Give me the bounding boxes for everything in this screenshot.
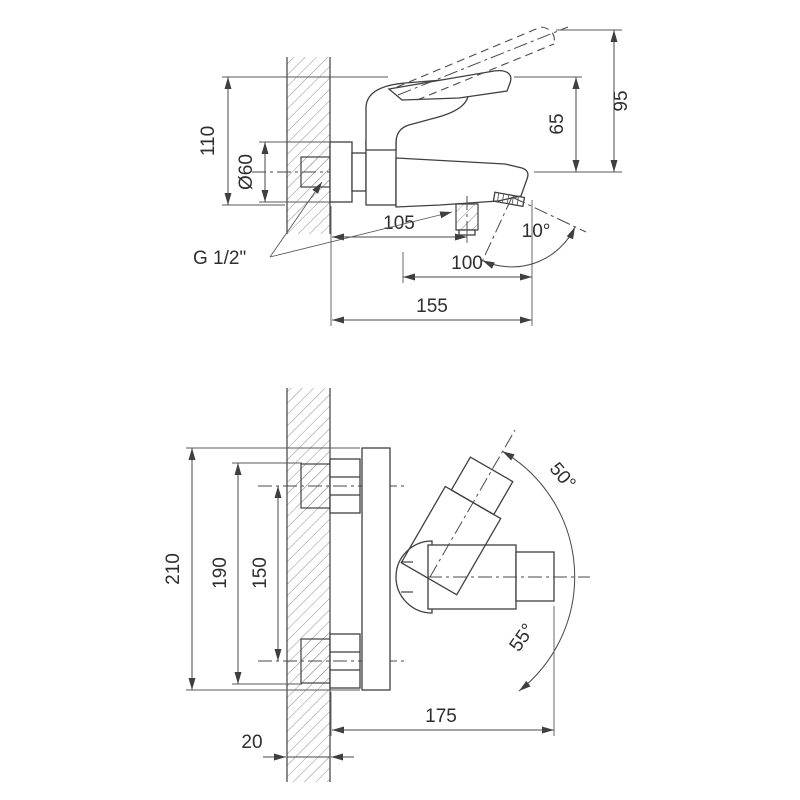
mixer-body bbox=[395, 540, 433, 614]
side-view: 110 Ø60 65 95 105 100 bbox=[193, 26, 632, 326]
dim-20-label: 20 bbox=[241, 732, 262, 753]
neck bbox=[351, 152, 367, 192]
side-view-dimensions: 110 Ø60 65 95 105 100 bbox=[193, 29, 632, 326]
wall-section bbox=[286, 57, 331, 234]
dim-105-label: 105 bbox=[383, 213, 415, 234]
handle-lever bbox=[387, 69, 512, 101]
dim-110-label: 110 bbox=[198, 126, 219, 156]
dim-190-label: 190 bbox=[210, 557, 231, 589]
front-view: 50° 55° 210 190 150 175 20 bbox=[163, 388, 590, 782]
handle-raised-outline bbox=[396, 26, 569, 101]
dim-150-label: 150 bbox=[250, 557, 271, 589]
front-view-dimensions: 210 190 150 175 20 bbox=[163, 447, 555, 761]
thread-label: G 1/2" bbox=[193, 248, 246, 269]
aerator bbox=[492, 191, 526, 208]
handle-swing-arc bbox=[502, 450, 576, 692]
angle-50-label: 50° bbox=[545, 459, 580, 495]
faucet-body bbox=[329, 26, 569, 245]
dim-155-label: 155 bbox=[416, 296, 448, 317]
handle-axis-tilted bbox=[429, 429, 516, 578]
dim-175-label: 175 bbox=[425, 706, 457, 727]
flange bbox=[329, 141, 353, 203]
dim-100-label: 100 bbox=[451, 253, 483, 274]
wall-section-2 bbox=[286, 388, 331, 782]
dim-95-label: 95 bbox=[611, 90, 632, 111]
dim-210-label: 210 bbox=[163, 553, 184, 585]
body-column bbox=[365, 139, 397, 206]
angle-10-label: 10° bbox=[522, 221, 551, 242]
dim-d60-label: Ø60 bbox=[236, 154, 257, 190]
angle-55-label: 55° bbox=[506, 620, 540, 656]
dim-65-label: 65 bbox=[547, 113, 568, 134]
body-plate bbox=[361, 447, 391, 691]
